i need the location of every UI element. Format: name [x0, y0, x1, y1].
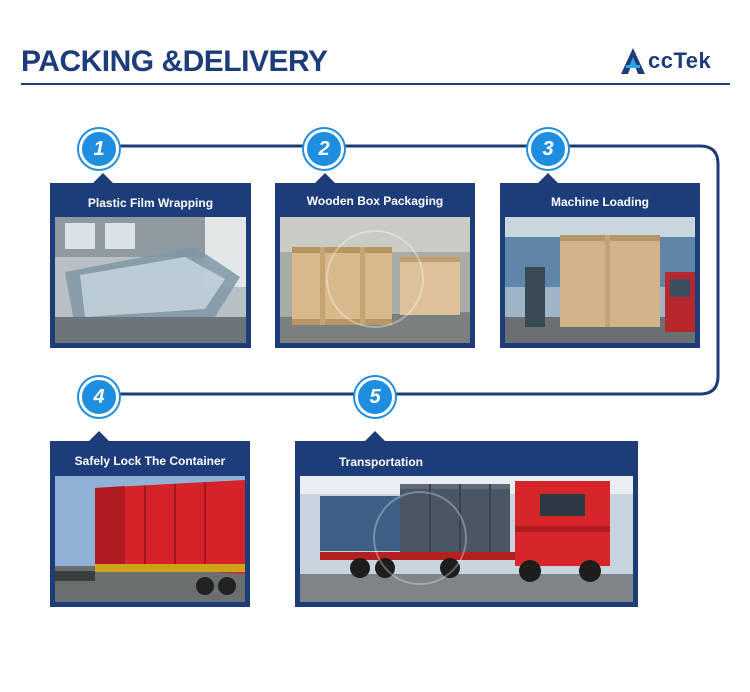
step-2-badge: 2: [304, 129, 344, 169]
step-1-badge: 1: [79, 129, 119, 169]
step-2-card: Wooden Box Packaging: [275, 173, 475, 348]
header-divider: [21, 83, 730, 85]
acctek-logo-mark-icon: [621, 48, 645, 74]
step-5-badge: 5: [355, 377, 395, 417]
card-pointer: [93, 173, 113, 183]
step-1-card: Plastic Film Wrapping: [50, 173, 251, 348]
step-4-card: Safely Lock The Container: [50, 431, 250, 607]
card-pointer: [89, 431, 109, 441]
step-3-badge: 3: [528, 129, 568, 169]
container-lock-photo: [55, 476, 245, 602]
step-5-label: Transportation: [339, 455, 424, 469]
step-1-label: Plastic Film Wrapping: [87, 196, 214, 210]
step-5-card: Transportation: [295, 431, 638, 607]
transportation-truck-photo: [300, 476, 633, 602]
card-pointer: [365, 431, 385, 441]
step-4-badge: 4: [79, 377, 119, 417]
plastic-film-wrapping-photo: [55, 217, 246, 343]
page-title: PACKING &DELIVERY: [21, 45, 328, 78]
step-3-label: Machine Loading: [550, 195, 649, 209]
card-pointer: [315, 173, 335, 183]
step-2-label: Wooden Box Packaging: [306, 194, 444, 208]
step-4-label: Safely Lock The Container: [74, 454, 226, 468]
step-3-card: Machine Loading: [500, 173, 700, 348]
acctek-logo: ccTek: [620, 44, 711, 78]
card-pointer: [538, 173, 558, 183]
logo-text: ccTek: [648, 48, 712, 73]
wooden-box-packaging-photo: [280, 217, 470, 343]
machine-loading-photo: [505, 217, 695, 343]
